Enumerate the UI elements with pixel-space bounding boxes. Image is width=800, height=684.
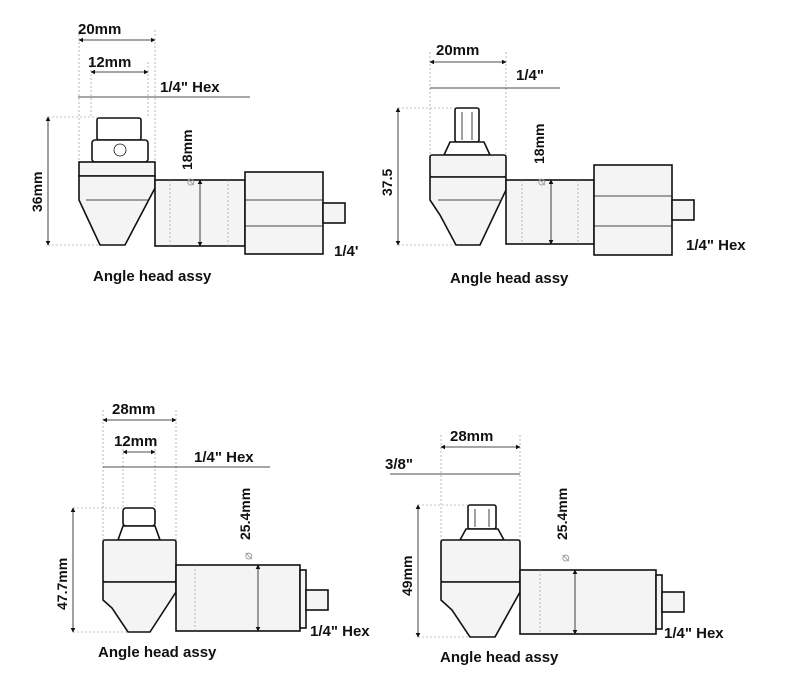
top-width-label: 20mm [78,21,121,38]
body-diameter-label: 25.4mm [237,488,253,540]
diameter-symbol: ⌀ [182,178,197,186]
body-diameter-label: 25.4mm [554,488,570,540]
shank-label: 1/4" Hex [310,623,370,640]
caption: Angle head assy [98,644,217,661]
drive-label: 1/4" Hex [160,79,220,96]
caption: Angle head assy [440,649,559,666]
height-label: 36mm [29,172,45,212]
angle-head-drawing [440,504,685,638]
inner-width-label: 12mm [88,54,131,71]
angle-head-drawing [78,117,346,255]
body-diameter-label: 18mm [179,130,195,170]
assembly-2: 20mm 1/4" 37.5 ⌀ 18mm 1/4" Hex Angle hea… [379,42,746,287]
top-width-label: 28mm [112,401,155,418]
inner-width-label: 12mm [114,433,157,450]
drive-label: 1/4" Hex [194,449,254,466]
caption: Angle head assy [450,270,569,287]
assembly-1: 20mm 12mm 1/4" Hex 36mm ⌀ 18mm [29,21,358,285]
height-label: 47.7mm [54,558,70,610]
shank-label: 1/4' [334,243,358,260]
body-diameter-label: 18mm [531,124,547,164]
assembly-4: 28mm 3/8" 49mm ⌀ 25.4mm 1/4" Hex Angle h… [385,428,724,666]
angle-head-drawing [102,507,329,633]
height-label: 37.5 [379,169,395,196]
angle-head-drawing [429,107,695,256]
diameter-symbol: ⌀ [533,178,548,186]
diameter-symbol: ⌀ [240,552,255,560]
top-width-label: 20mm [436,42,479,59]
drive-label: 3/8" [385,456,413,473]
top-width-label: 28mm [450,428,493,445]
diameter-symbol: ⌀ [557,554,572,562]
caption: Angle head assy [93,268,212,285]
shank-label: 1/4" Hex [664,625,724,642]
assembly-3: 28mm 12mm 1/4" Hex 47.7mm ⌀ 25.4mm 1/4" … [54,401,370,661]
shank-label: 1/4" Hex [686,237,746,254]
drive-label: 1/4" [516,67,544,84]
height-label: 49mm [399,556,415,596]
